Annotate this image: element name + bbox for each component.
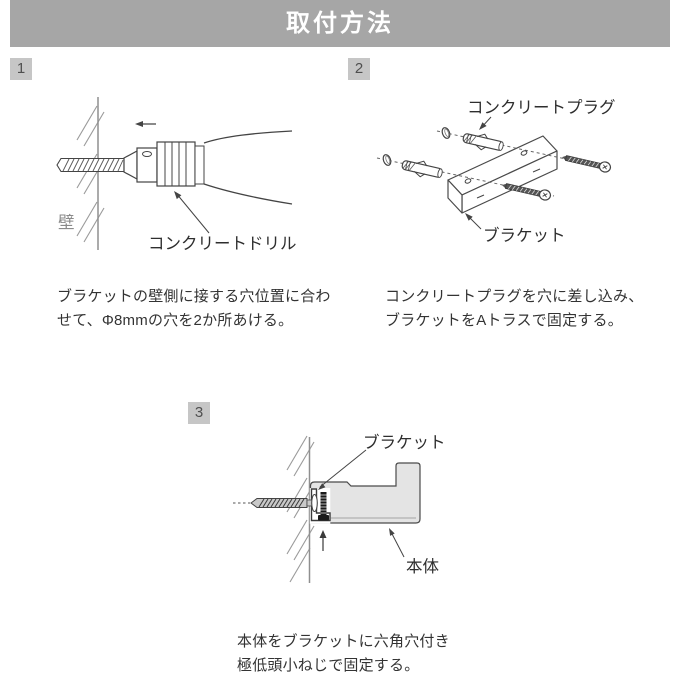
angle-bracket (447, 135, 558, 214)
wall-label: 壁 (58, 213, 75, 232)
body-leader-arrow (389, 528, 405, 558)
step3-diagram: ブラケット 本体 (233, 432, 446, 583)
step2-badge: 2 (348, 58, 370, 80)
step1-caption: ブラケットの壁側に接する穴位置に合わ せて、Φ8mmの穴を2か所あける。 (57, 288, 331, 329)
plug-cap-left (441, 127, 451, 139)
plug-cap-left2 (382, 154, 392, 166)
bracket-leader-arrow (318, 449, 367, 490)
step1-badge: 1 (10, 58, 32, 80)
plug-label: コンクリートプラグ (467, 98, 616, 117)
concrete-plug-1 (462, 133, 504, 151)
wall-screw (233, 493, 318, 513)
arrow-up-icon (319, 530, 327, 551)
concrete-plug-2 (401, 160, 443, 178)
step3-badge: 3 (188, 402, 210, 424)
header-bar: 取付方法 (10, 0, 670, 47)
wall-screw-2 (502, 183, 552, 201)
wall-hatching (76, 105, 105, 243)
plug-leader-arrow (479, 116, 492, 130)
drill-bit (56, 157, 125, 173)
bracket-leader-arrow (465, 213, 482, 230)
drill-body (203, 130, 293, 205)
step3-caption: 本体をブラケットに六角穴付き 極低頭小ねじで固定する。 (237, 633, 450, 674)
body-label: 本体 (406, 557, 440, 576)
bracket-label: ブラケット (363, 432, 446, 452)
drill-chuck (123, 141, 205, 187)
drill-leader-arrow (174, 191, 210, 234)
main-body-shape (309, 462, 421, 524)
page-title: 取付方法 (286, 10, 394, 37)
bracket-holes (464, 150, 541, 199)
drill-label: コンクリートドリル (148, 234, 297, 253)
wall-screw-1 (562, 155, 612, 173)
bracket-label: ブラケット (483, 225, 566, 245)
arrow-left-icon (135, 121, 156, 127)
step2-caption: コンクリートプラグを穴に差し込み、 ブラケットをAトラスで固定する。 (385, 288, 644, 329)
step2-diagram: コンクリートプラグ ブラケット (376, 98, 616, 245)
step1-diagram: 壁 コンクリートドリル (56, 97, 297, 253)
set-screw (318, 492, 329, 521)
